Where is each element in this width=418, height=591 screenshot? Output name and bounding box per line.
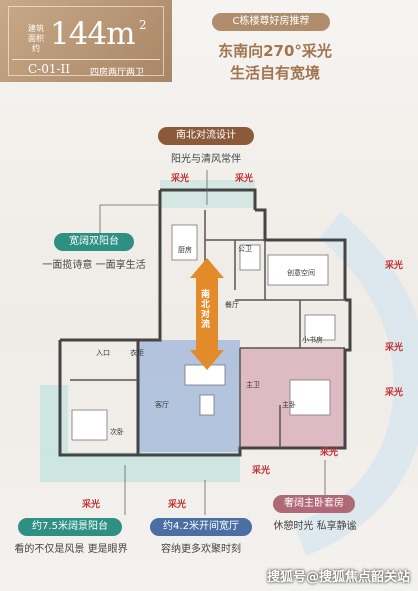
callout-living-title: 约4.2米开间宽厅 — [150, 518, 252, 536]
room-living: 客厅 — [155, 401, 169, 409]
flow-arrow — [190, 258, 224, 370]
room-kitchen: 厨房 — [178, 246, 192, 254]
unit-description: 四房两厅两卫 — [90, 68, 145, 78]
light-label-1: 采光 — [171, 174, 190, 184]
header-frame — [8, 6, 164, 76]
room-entry: 入口 — [96, 349, 110, 357]
room-closet: 衣柜 — [130, 349, 144, 357]
light-label-7: 采光 — [168, 500, 187, 510]
light-label-5: 采光 — [385, 388, 404, 398]
light-label-9: 采光 — [320, 448, 339, 458]
slogan-line-2: 生活自有宽境 — [229, 64, 320, 82]
recommend-pill: C栋楼尊好房推荐 — [212, 13, 330, 31]
top-balcony — [160, 180, 255, 208]
label-building: 建筑 — [28, 24, 44, 33]
room-master: 主卧 — [282, 401, 296, 409]
callout-living-sub: 容纳更多欢聚时刻 — [161, 544, 241, 555]
slogan-line-1: 东南向270°采光 — [218, 42, 332, 60]
callout-view-balcony-title: 约7.5米阔景阳台 — [18, 518, 122, 536]
room-bedroom2: 次卧 — [110, 428, 124, 436]
light-label-6: 采光 — [82, 500, 101, 510]
room-bath2: 主卫 — [246, 381, 260, 389]
callout-north-south-sub: 阳光与清风常伴 — [171, 154, 241, 165]
header-divider — [12, 59, 160, 60]
area-unit-sup: 2 — [139, 18, 147, 32]
light-ring — [293, 212, 418, 556]
callout-view-balcony-sub: 看的不仅是风景 更是眼界 — [14, 544, 128, 555]
callout-double-balcony-title: 宽阔双阳台 — [54, 233, 134, 251]
light-label-2: 采光 — [235, 174, 254, 184]
room-dining: 餐厅 — [225, 301, 239, 309]
callout-double-balcony-sub: 一面揽诗意 一面享生活 — [42, 260, 146, 271]
light-label-8: 采光 — [252, 466, 271, 476]
light-label-3: 采光 — [385, 261, 404, 271]
callout-master-title: 奢阔主卧套房 — [273, 495, 355, 513]
watermark: 搜狐号@搜狐焦点韶关站 — [266, 570, 410, 585]
callout-north-south-title: 南北对流设计 — [158, 127, 254, 145]
unit-code: C-01-II — [28, 62, 71, 76]
room-study: 小书房 — [302, 336, 323, 344]
area-value: 144m — [50, 16, 136, 52]
callout-master-sub: 休憩时光 私享静谧 — [273, 521, 357, 532]
view-balcony — [40, 452, 240, 482]
flow-label: 南北对流 — [201, 290, 211, 330]
light-label-4: 采光 — [385, 343, 404, 353]
room-bath1: 公卫 — [238, 245, 252, 253]
label-approx: 约 — [32, 44, 40, 53]
room-creative: 创意空间 — [287, 269, 315, 277]
area-header: 建筑 面积 约 144m 2 C-01-II 四房两厅两卫 — [0, 0, 172, 82]
living-fill — [138, 340, 240, 452]
side-balcony — [40, 385, 68, 455]
label-area: 面积 — [28, 34, 44, 43]
